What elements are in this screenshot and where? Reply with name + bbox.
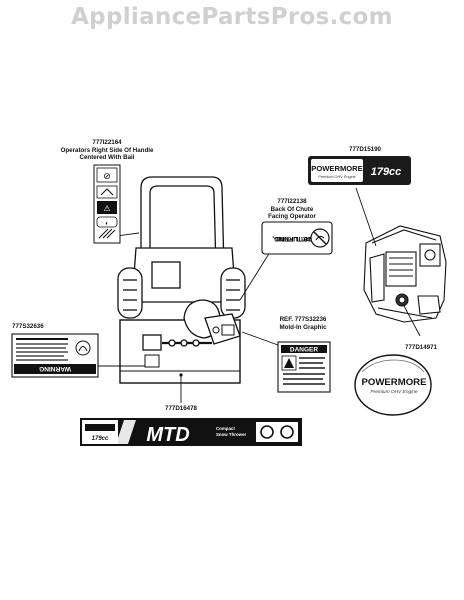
engine-decal-tagline: Premium OHV Engine — [318, 175, 355, 179]
label-side-decal: 777S32636 — [12, 323, 52, 331]
label-engine-decal: 777D15190 — [340, 146, 390, 154]
part-number: 777S32636 — [12, 323, 44, 330]
mold-in-graphic: DANGER — [277, 341, 331, 393]
engine-decal-size: 179cc — [371, 166, 402, 178]
engine-badge-tagline: Premium OHV Engine — [370, 389, 418, 395]
label-auger-decal: 777D16478 — [156, 405, 206, 413]
chute-decal: FOR TURNING, NOT LIFTING — [261, 221, 333, 255]
key-icon: ◐ — [105, 221, 109, 227]
part-description: Operators Right Side Of Handle — [60, 146, 154, 154]
engine-badge-brand: POWERMORE — [361, 377, 427, 388]
auger-decal: 179cc MTD Compact Snow Thrower — [80, 418, 302, 446]
chute-decal-text-b: NOT LIFTING — [275, 235, 313, 241]
part-number: 777I22138 — [277, 198, 307, 205]
handle-decal: ⊘ ⚠ ◐ — [93, 164, 121, 244]
chute-decal-text-a: FOR TURNING, — [272, 235, 316, 241]
label-chute-decal: 777I22138 Back Of Chute Facing Operator — [252, 198, 332, 221]
hazard-icon: ⚠ — [103, 204, 110, 213]
engine-illustration — [363, 225, 447, 323]
stripes-icon — [98, 228, 116, 239]
hand-hazard-icon — [75, 340, 91, 356]
auger-decal-size: 179cc — [92, 436, 109, 442]
part-description: Mold-In Graphic — [279, 323, 327, 331]
part-number: 777D16478 — [165, 405, 197, 412]
auger-decal-sub1: Compact — [216, 426, 235, 431]
leader-dot — [179, 373, 183, 377]
snow-thrower-illustration — [117, 176, 246, 384]
part-description: Facing Operator — [268, 213, 316, 221]
arrow-up-icon — [100, 188, 114, 196]
mold-in-banner: DANGER — [290, 347, 318, 354]
part-number: 777D15190 — [349, 146, 381, 153]
engine-decal: POWERMORE Premium OHV Engine 179cc — [308, 156, 411, 185]
stop-symbol-icon: ⊘ — [103, 171, 111, 181]
part-description: Back Of Chute — [270, 205, 314, 213]
part-number: 777D14971 — [405, 344, 437, 351]
part-number: 777I22164 — [92, 139, 122, 146]
part-number: REF. 777S32236 — [279, 316, 327, 323]
engine-badge: POWERMORE Premium OHV Engine — [354, 354, 432, 416]
part-description: Centered With Bail — [79, 154, 135, 162]
label-handle-decal: 777I22164 Operators Right Side Of Handle… — [52, 139, 162, 162]
leader-lines — [97, 187, 421, 403]
engine-decal-brand: POWERMORE — [311, 164, 362, 173]
auger-decal-brand: MTD — [146, 424, 189, 446]
side-warning-decal: WARNING — [11, 333, 99, 378]
side-warning-text: WARNING — [39, 365, 71, 372]
label-mold-in: REF. 777S32236 Mold-In Graphic — [268, 316, 338, 331]
watermark: AppliancePartsPros.com — [71, 4, 393, 30]
warning-triangle-icon — [284, 358, 294, 368]
auger-decal-sub2: Snow Thrower — [216, 432, 247, 437]
label-engine-badge: 777D14971 — [396, 344, 446, 352]
